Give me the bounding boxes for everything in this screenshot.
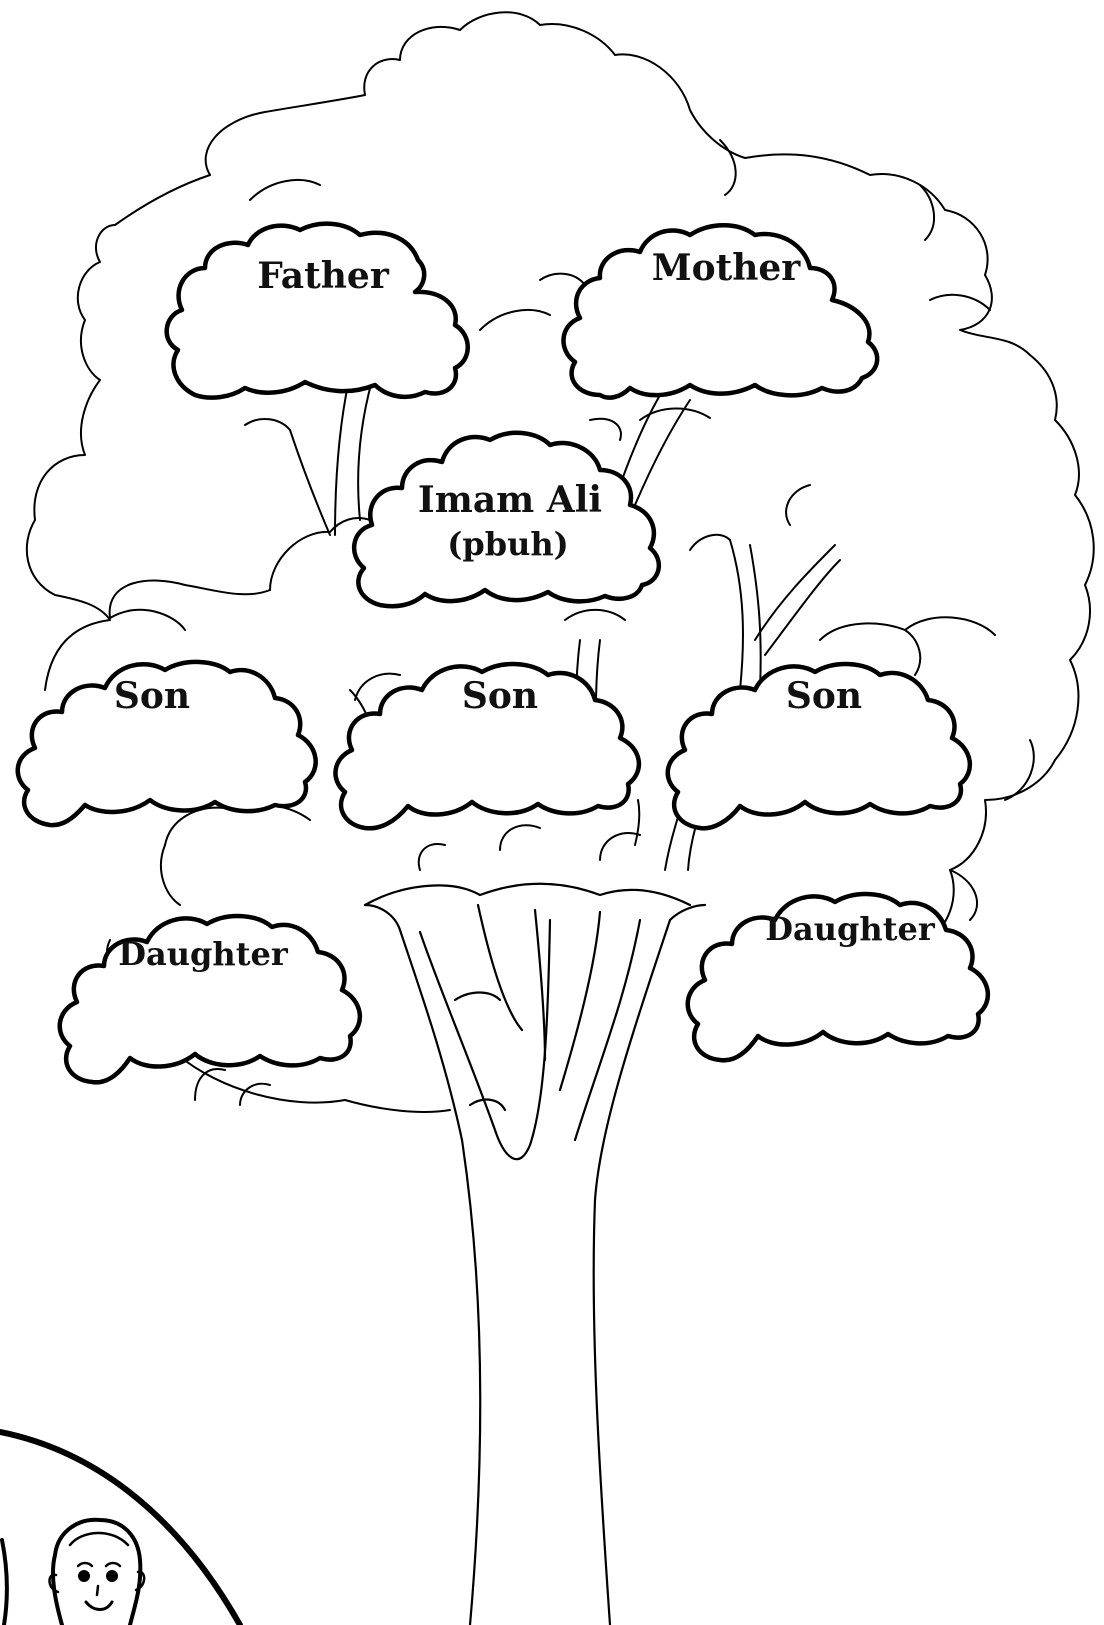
- son-1-cloud: [15, 659, 318, 828]
- imam-ali-label: Imam Ali: [418, 479, 602, 521]
- corner-arc: [0, 1429, 243, 1625]
- son-2-label: Son: [462, 675, 538, 717]
- label-clouds: [15, 221, 991, 1085]
- imam-ali-pbuh-label: (pbuh): [447, 525, 569, 563]
- corner-inner-edge: [0, 1538, 9, 1625]
- daughter-1-label: Daughter: [118, 935, 289, 973]
- mother-cloud: [561, 223, 880, 400]
- tree-branches: [289, 369, 841, 871]
- father-label: Father: [257, 255, 390, 297]
- son-1-label: Son: [114, 675, 190, 717]
- son-2-cloud: [333, 661, 642, 831]
- child-face-icon: [48, 1517, 146, 1625]
- daughter-2-cloud: [685, 891, 991, 1063]
- bottom-left-decoration: [0, 1429, 243, 1625]
- daughter-2-label: Daughter: [765, 910, 936, 948]
- imam-ali-cloud: [351, 430, 662, 609]
- tree-trunk: [363, 882, 707, 1625]
- father-cloud: [164, 221, 470, 400]
- labels: Father Mother Imam Ali (pbuh) Son Son So…: [114, 247, 936, 973]
- son-3-cloud: [665, 661, 973, 831]
- mother-label: Mother: [652, 247, 802, 289]
- son-3-label: Son: [786, 675, 862, 717]
- daughter-1-cloud: [57, 913, 363, 1085]
